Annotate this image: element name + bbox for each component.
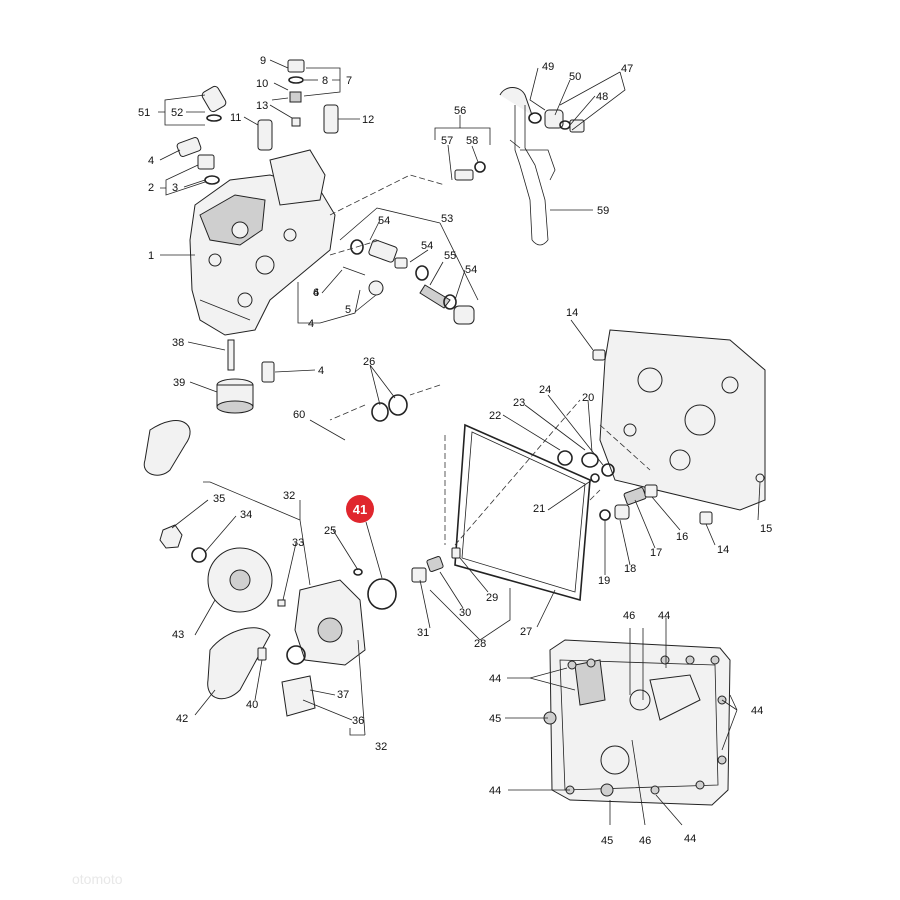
callout-4: 4: [308, 318, 314, 330]
callout-8: 8: [322, 75, 328, 87]
callout-1: 1: [148, 250, 154, 262]
fittings-top: [176, 59, 339, 185]
pipe-assembly: [454, 87, 585, 246]
callout-19: 19: [598, 575, 610, 587]
callout-44: 44: [489, 785, 501, 797]
highlight-label: 41: [353, 502, 367, 517]
callout-36: 36: [352, 715, 364, 727]
callout-33: 33: [292, 537, 304, 549]
callout-4: 4: [148, 155, 154, 167]
callout-26: 26: [363, 356, 375, 368]
callout-56: 56: [454, 105, 466, 117]
callout-14: 14: [717, 544, 729, 556]
callout-labels: 1 2 3 4 4 4 4 5 6 7 8 9 10 11 12 13 14 1…: [138, 55, 772, 847]
callout-7: 7: [346, 75, 352, 87]
callout-17: 17: [650, 547, 662, 559]
highlighted-callout-41[interactable]: 41: [346, 495, 383, 579]
callout-21: 21: [533, 503, 545, 515]
callout-13: 13: [256, 100, 268, 112]
callout-11: 11: [230, 112, 241, 124]
gasket: [454, 423, 591, 602]
callout-46: 46: [623, 610, 635, 622]
callout-42: 42: [176, 713, 188, 725]
callout-4: 4: [313, 287, 319, 299]
callout-27: 27: [520, 626, 532, 638]
callout-45: 45: [489, 713, 501, 725]
callout-3: 3: [172, 182, 178, 194]
callout-16: 16: [676, 531, 688, 543]
small-parts: [557, 450, 658, 521]
callout-60: 60: [293, 409, 305, 421]
callout-44: 44: [658, 610, 670, 622]
filter-parts: [216, 339, 275, 414]
housing-plate: [543, 639, 731, 806]
callout-12: 12: [362, 114, 374, 126]
callout-40: 40: [246, 699, 258, 711]
callout-23: 23: [513, 397, 525, 409]
leader-lines: [158, 59, 761, 826]
valve-housing: [189, 149, 336, 336]
callout-54: 54: [421, 240, 433, 252]
callout-20: 20: [582, 392, 594, 404]
callout-54: 54: [378, 215, 390, 227]
callout-39: 39: [173, 377, 185, 389]
callout-22: 22: [489, 410, 501, 422]
callout-44: 44: [489, 673, 501, 685]
callout-4: 4: [318, 365, 324, 377]
callout-54: 54: [465, 264, 477, 276]
callout-6: 6: [313, 287, 319, 299]
callout-44: 44: [684, 833, 696, 845]
callout-5: 5: [345, 304, 351, 316]
callout-15: 15: [760, 523, 772, 535]
callout-51: 51: [138, 107, 150, 119]
callout-30: 30: [459, 607, 471, 619]
callout-32: 32: [375, 741, 387, 753]
callout-53: 53: [441, 213, 453, 225]
callout-9: 9: [260, 55, 266, 67]
highlight-marker: [346, 495, 374, 523]
callout-38: 38: [172, 337, 184, 349]
watermark: otomoto: [72, 871, 123, 887]
callout-14: 14: [566, 307, 578, 319]
callout-31: 31: [417, 627, 429, 639]
callout-52: 52: [171, 107, 183, 119]
callout-43: 43: [172, 629, 184, 641]
callout-37: 37: [337, 689, 349, 701]
callout-44: 44: [751, 705, 763, 717]
callout-45: 45: [601, 835, 613, 847]
callout-2: 2: [148, 182, 154, 194]
callout-10: 10: [256, 78, 268, 90]
callout-46: 46: [639, 835, 651, 847]
callout-47: 47: [621, 63, 633, 75]
callout-49: 49: [542, 61, 554, 73]
callout-28: 28: [474, 638, 486, 650]
callout-18: 18: [624, 563, 636, 575]
pump-assembly: [143, 394, 461, 717]
callout-34: 34: [240, 509, 252, 521]
callout-58: 58: [466, 135, 478, 147]
cover-assembly: [592, 329, 766, 525]
callout-35: 35: [213, 493, 225, 505]
callout-50: 50: [569, 71, 581, 83]
callout-59: 59: [597, 205, 609, 217]
callout-32: 32: [283, 490, 295, 502]
callout-25: 25: [324, 525, 336, 537]
spool-group: [342, 239, 475, 325]
callout-57: 57: [441, 135, 453, 147]
callout-24: 24: [539, 384, 551, 396]
dashed-connectors: [329, 174, 651, 546]
callout-29: 29: [486, 592, 498, 604]
callout-55: 55: [444, 250, 456, 262]
callout-48: 48: [596, 91, 608, 103]
